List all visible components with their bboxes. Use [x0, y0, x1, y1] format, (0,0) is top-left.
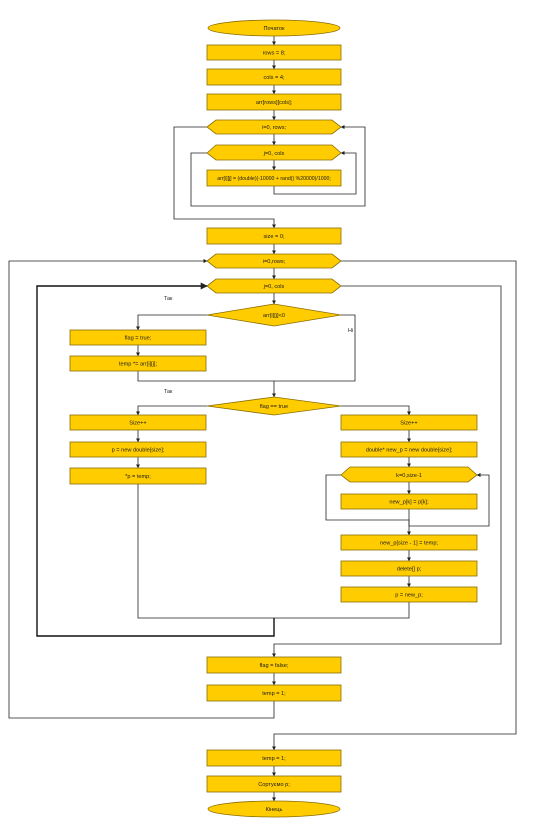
process-temp-arr: temp *= arr[i][j]; — [69, 355, 207, 372]
end-terminal: Кінець — [207, 800, 341, 818]
process-delete-p: delete[] p; — [340, 560, 478, 577]
process-p-assign: p = new_p; — [340, 586, 478, 603]
process-size0: size = 0; — [206, 227, 342, 245]
process-new-p: p = new double[size]; — [69, 441, 207, 458]
new-p-label: p = new double[size]; — [112, 448, 165, 454]
loop-k-label: k=0,size-1 — [396, 473, 422, 479]
process-assign: arr[i][j] = (double)(-10000 + rand() %20… — [206, 169, 342, 187]
process-flag-false: flag = false; — [206, 656, 342, 674]
cond1-label: arr[i][j]<0 — [263, 313, 285, 319]
loop-j2-label: j=0, cols — [263, 284, 285, 290]
delete-p-label: delete[] p; — [397, 567, 422, 573]
rows-label: rows = 8; — [263, 51, 286, 57]
process-arr: arr[rows][cols]; — [206, 93, 342, 111]
end-label: Кінець — [266, 807, 283, 813]
cols-label: cols = 4; — [264, 75, 285, 81]
loop-i2: i=0,rows; — [206, 253, 342, 269]
deref-p-label: *p = temp; — [125, 474, 151, 480]
loop-k: k=0,size-1 — [340, 466, 478, 483]
cond2-yes-label: Так — [164, 389, 173, 395]
temp1-inner-label: temp = 1; — [262, 691, 286, 697]
cond1-yes-label: Так — [164, 296, 173, 302]
loop-j1: j=0, cols — [206, 144, 342, 161]
cond1-no-label: Ні — [348, 328, 353, 334]
loop-i1: i=0, rows; — [206, 119, 342, 135]
process-rows: rows = 8; — [206, 44, 342, 61]
new-arr-label: double* new_p = new double[size]; — [366, 448, 453, 454]
arr-label: arr[rows][cols]; — [256, 100, 293, 106]
flag-true-label: flag = true; — [125, 336, 152, 342]
size0-label: size = 0; — [264, 234, 285, 240]
process-copy: new_p[k] = p[k]; — [340, 493, 478, 510]
p-assign-label: p = new_p; — [395, 593, 423, 599]
process-size-inc-left: Size++ — [69, 414, 207, 431]
process-temp1-outer: temp = 1; — [206, 749, 342, 767]
temp-arr-label: temp *= arr[i][j]; — [119, 362, 158, 368]
process-new-arr: double* new_p = new double[size]; — [340, 441, 478, 458]
process-temp1-inner: temp = 1; — [206, 684, 342, 702]
process-sort: Сортуємо p; — [206, 775, 342, 793]
loop-i2-label: i=0,rows; — [263, 259, 286, 265]
sort-label: Сортуємо p; — [258, 782, 290, 788]
process-flag-true: flag = true; — [69, 329, 207, 346]
cond2-label: flag == true — [260, 404, 288, 410]
decision-cond2: flag == true — [206, 396, 342, 416]
copy-label: new_p[k] = p[k]; — [389, 500, 429, 506]
assign-last-label: new_p[size - 1] = temp; — [380, 541, 438, 547]
process-assign-last: new_p[size - 1] = temp; — [340, 534, 478, 551]
process-cols: cols = 4; — [206, 68, 342, 86]
start-terminal: Початок — [207, 19, 341, 37]
size-inc-right-label: Size++ — [400, 421, 417, 427]
decision-cond1: arr[i][j]<0 — [206, 303, 342, 327]
assign-label: arr[i][j] = (double)(-10000 + rand() %20… — [217, 176, 331, 182]
flag-false-label: flag = false; — [260, 663, 289, 669]
temp1-outer-label: temp = 1; — [262, 756, 286, 762]
connectors — [8, 36, 517, 802]
process-size-inc-right: Size++ — [340, 414, 478, 431]
process-deref-p: *p = temp; — [69, 467, 207, 485]
loop-j2: j=0, cols — [206, 278, 342, 294]
loop-i1-label: i=0, rows; — [262, 125, 287, 131]
loop-j1-label: j=0, cols — [263, 151, 285, 157]
start-label: Початок — [264, 26, 286, 32]
size-inc-left-label: Size++ — [129, 421, 146, 427]
